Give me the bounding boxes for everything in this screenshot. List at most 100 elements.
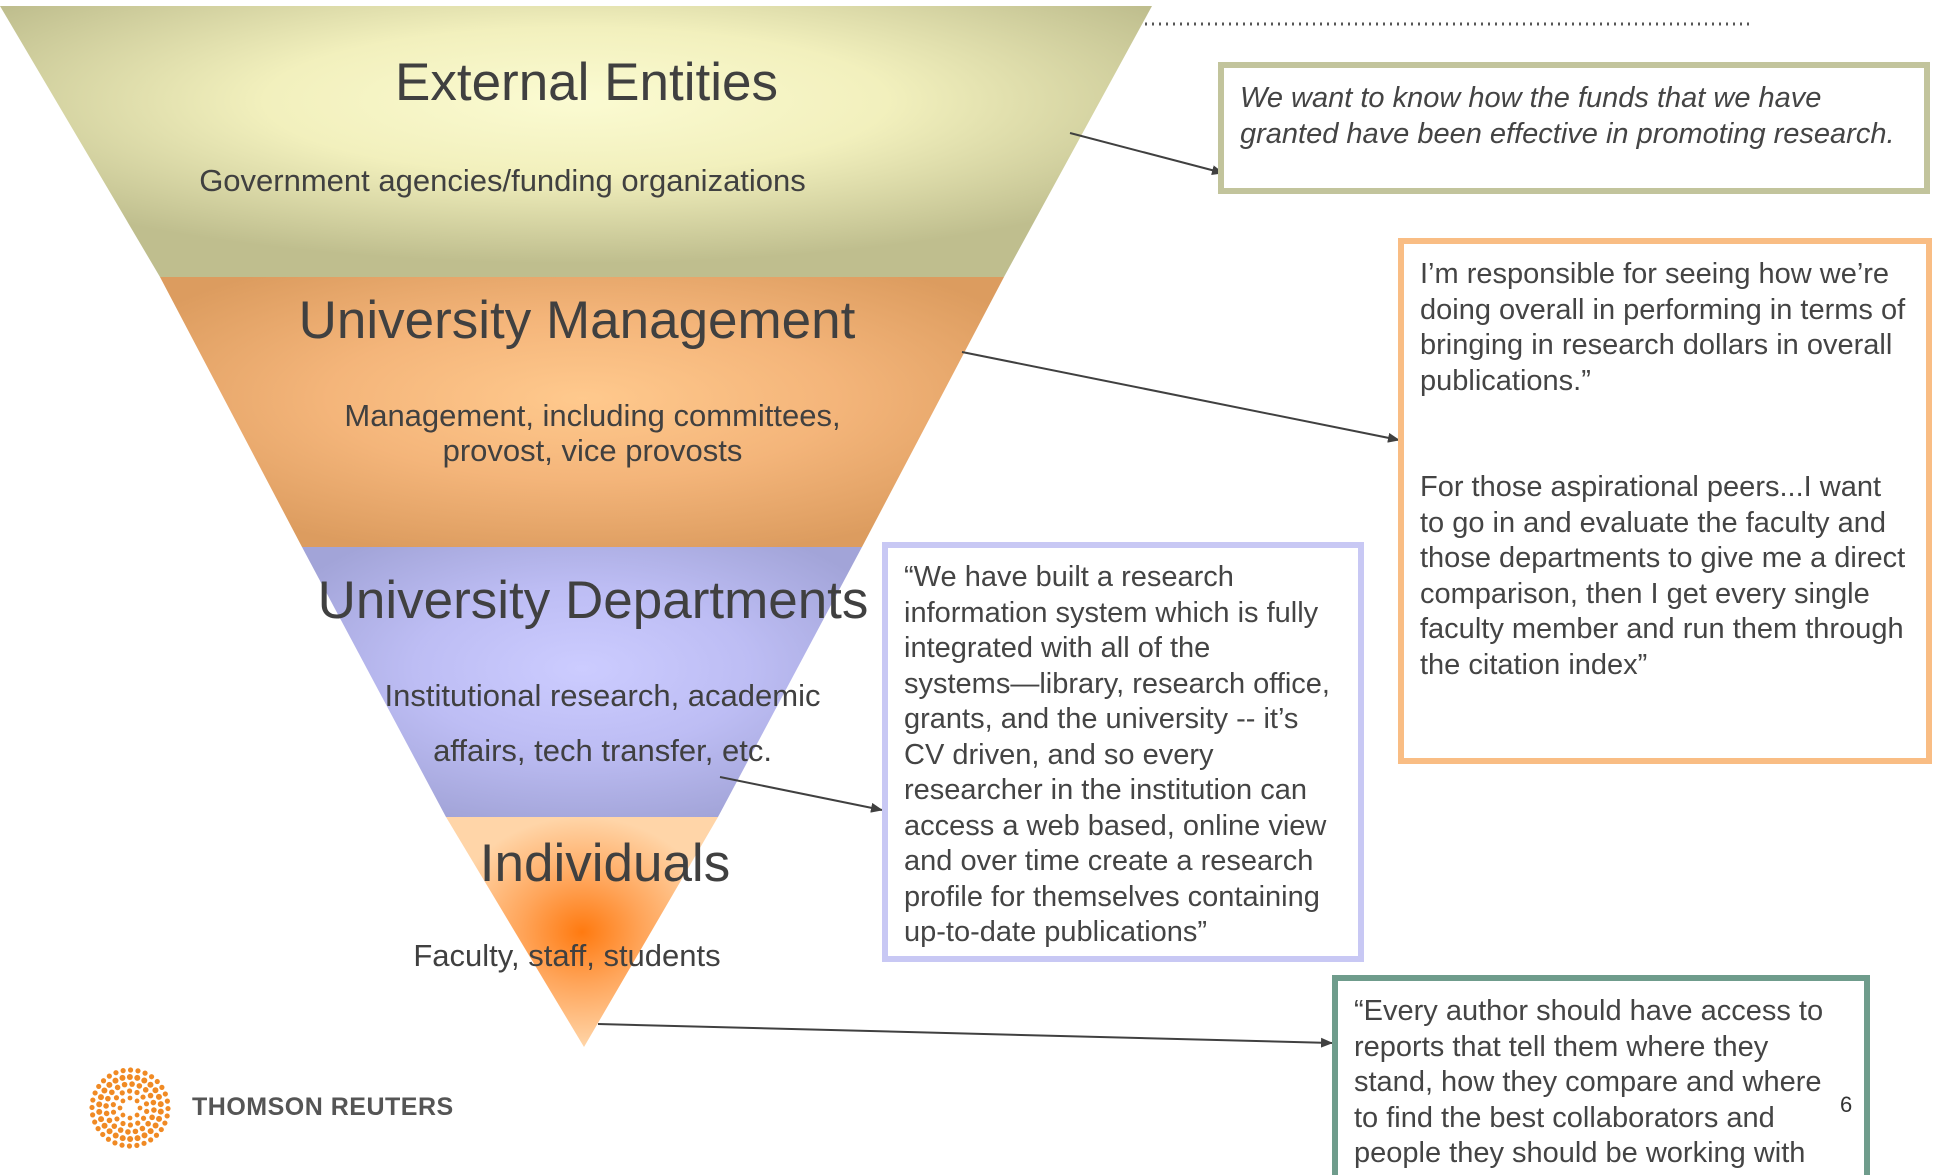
- quote-individuals-text: “Every author should have access to repo…: [1354, 995, 1824, 1169]
- logo-dot: [120, 1112, 126, 1118]
- logo-dot: [120, 1068, 126, 1074]
- logo-dot: [150, 1099, 157, 1106]
- logo-dot: [95, 1126, 101, 1132]
- logo-dot: [105, 1136, 112, 1142]
- quote-external-text: We want to know how the funds that we ha…: [1240, 82, 1895, 150]
- logo-dot: [109, 1089, 115, 1096]
- logo-dot: [106, 1081, 113, 1088]
- logo-wordmark: THOMSON REUTERS: [192, 1093, 454, 1121]
- tier-departments-band: [302, 547, 862, 817]
- logo-dot: [100, 1078, 107, 1084]
- logo-dot: [141, 1140, 147, 1146]
- logo-dot: [97, 1094, 104, 1101]
- logo-dot: [121, 1081, 128, 1088]
- tier-individuals-band: [446, 817, 718, 1047]
- logo-dot: [164, 1113, 170, 1119]
- logo-dot: [147, 1092, 154, 1099]
- logo-dot: [114, 1084, 121, 1091]
- logo-dot: [120, 1120, 126, 1127]
- logo-dot: [157, 1108, 164, 1115]
- logo-dot: [134, 1098, 140, 1104]
- tier-management-band: [160, 277, 1004, 547]
- logo-dot: [140, 1094, 146, 1100]
- logo-dot: [139, 1125, 146, 1132]
- logo-dot: [106, 1117, 113, 1124]
- quote-management-text: I’m responsible for seeing how we’re doi…: [1420, 258, 1906, 681]
- logo-dot: [110, 1102, 116, 1108]
- logo-dot: [119, 1135, 126, 1142]
- logo-dot: [125, 1129, 131, 1135]
- logo-dot: [142, 1070, 148, 1076]
- logo-dot: [134, 1112, 140, 1118]
- logo-dot: [148, 1074, 155, 1080]
- logo-dot: [96, 1108, 103, 1115]
- logo-dot: [113, 1070, 119, 1076]
- logo-dot: [145, 1120, 151, 1127]
- logo-dot: [162, 1120, 168, 1126]
- logo-dot: [103, 1103, 109, 1109]
- logo-dot: [155, 1093, 162, 1100]
- logo-dot: [90, 1097, 96, 1103]
- tier-departments-title: University Departments: [317, 571, 869, 630]
- logo-dot: [158, 1126, 164, 1133]
- logo-dot: [127, 1067, 134, 1073]
- logo-dot: [135, 1120, 141, 1126]
- quote-box-individuals: “Every author should have access to repo…: [1332, 975, 1870, 1175]
- logo-dot: [100, 1131, 106, 1138]
- logo-dot: [152, 1087, 159, 1094]
- quote-box-external: We want to know how the funds that we ha…: [1218, 62, 1930, 194]
- quote-departments-text: “We have built a research information sy…: [904, 561, 1330, 948]
- logo-dot: [126, 1143, 133, 1149]
- tier-management-title: University Management: [298, 291, 856, 350]
- logo-dot: [106, 1128, 113, 1135]
- logo-dot: [137, 1105, 143, 1111]
- logo-dot: [101, 1087, 108, 1094]
- arrow-external: [1069, 132, 1224, 176]
- logo-dot: [126, 1088, 133, 1094]
- thomson-reuters-logo: THOMSON REUTERS: [88, 1066, 468, 1149]
- tier-external-band: [0, 6, 1152, 277]
- logo-dot: [152, 1122, 159, 1129]
- logo-dot: [112, 1132, 119, 1139]
- logo-dot: [117, 1105, 123, 1111]
- tier-external-subtitle: Government agencies/funding organization…: [199, 163, 806, 198]
- logo-dot: [165, 1105, 171, 1112]
- arrow-management: [961, 351, 1400, 443]
- logo-dot: [154, 1078, 160, 1085]
- logo-dot: [119, 1090, 125, 1096]
- tier-individuals-title: Individuals: [479, 834, 731, 893]
- tier-external-title: External Entities: [395, 53, 778, 112]
- logo-dot: [162, 1091, 168, 1097]
- logo-dot: [90, 1112, 96, 1118]
- arrow-individuals: [597, 1023, 1333, 1048]
- logo-dot: [129, 1081, 135, 1087]
- logo-dot: [112, 1140, 118, 1146]
- logo-dot: [141, 1132, 148, 1139]
- logo-dot: [92, 1119, 98, 1125]
- thomson-reuters-dot-logo-icon: [89, 1067, 171, 1149]
- tier-management-subtitle-line1: Management, including committees,: [344, 398, 841, 433]
- tier-departments-subtitle-line1: Institutional research, academic: [384, 678, 821, 713]
- logo-dot: [110, 1109, 117, 1115]
- logo-dot: [156, 1115, 163, 1122]
- logo-dot: [127, 1122, 134, 1128]
- logo-dot: [134, 1142, 140, 1148]
- logo-dot: [117, 1127, 124, 1133]
- logo-dot: [142, 1087, 149, 1093]
- logo-dot: [164, 1098, 170, 1104]
- logo-dot: [127, 1115, 133, 1121]
- logo-dot: [134, 1074, 141, 1081]
- logo-dot: [149, 1114, 155, 1121]
- page-number: 6: [1840, 1092, 1853, 1117]
- logo-dot: [135, 1068, 141, 1074]
- tier-departments-subtitle-line2: affairs, tech transfer, etc.: [433, 733, 772, 768]
- logo-dot: [89, 1104, 95, 1111]
- logo-dot: [127, 1095, 133, 1101]
- logo-dot: [136, 1083, 143, 1089]
- logo-dot: [111, 1123, 118, 1129]
- logo-dot: [106, 1073, 112, 1079]
- logo-dot: [151, 1107, 157, 1113]
- logo-dot: [96, 1083, 102, 1090]
- logo-dot: [143, 1101, 150, 1107]
